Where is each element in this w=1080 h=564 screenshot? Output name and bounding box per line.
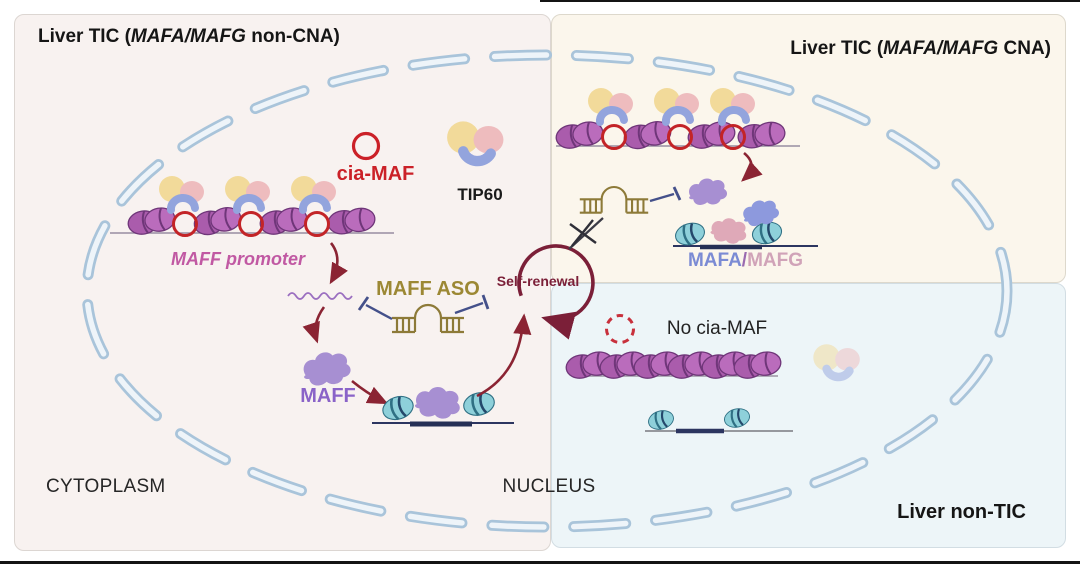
nucleus-label: NUCLEUS (502, 476, 596, 497)
cytoplasm-label: CYTOPLASM (46, 476, 166, 497)
mafa-label: MAFA (687, 250, 742, 271)
ribosome-icon (645, 406, 677, 434)
maff-protein-label: MAFF (300, 385, 356, 407)
cia-maf-circle-icon (238, 211, 264, 237)
cia-maf-circle-icon (720, 124, 746, 150)
tip60-label: TIP60 (457, 185, 503, 204)
cia-maf-circle-icon (601, 124, 627, 150)
tip60-free-complex-icon (447, 121, 503, 161)
cia-maf-circle-icon (172, 211, 198, 237)
mrna-to-protein-arrow (302, 306, 326, 344)
mafg-label: MAFG (747, 250, 804, 271)
top-edge-line (540, 0, 1080, 2)
x-mark-icon (569, 219, 597, 247)
maff-promoter-label: MAFF promoter (171, 249, 305, 269)
condensed-chromatin (563, 348, 784, 382)
cia-maf-free-circle-icon (351, 131, 381, 161)
maff-protein-icon (414, 385, 462, 421)
panel-liver-non-tic (551, 283, 1066, 548)
self-renewal-loop-icon (517, 244, 595, 340)
cia-maf-circle-icon (667, 124, 693, 150)
ribosome-icon (671, 218, 709, 250)
panel-title-tic-cna: Liver TIC (MAFA/MAFG CNA) (790, 38, 1051, 59)
tip60-inactive-icon (813, 344, 860, 377)
cia-maf-circle-icon (304, 211, 330, 237)
tip60-complex-icon (654, 88, 699, 122)
aso-mrna-inhibit-tbar (357, 296, 393, 321)
tip60-complex-icon (159, 176, 204, 210)
nucleosome-icon (325, 205, 378, 237)
maff-binding-arrow (351, 380, 389, 405)
transcription-arrow (329, 242, 348, 285)
chromatin-maff-promoter (110, 176, 394, 239)
translation-complex-non-tic (645, 405, 793, 434)
blocked-pathway-x (568, 217, 604, 250)
maff-aso-oligo-icon (390, 303, 466, 334)
translation-complex-left (372, 385, 514, 427)
chromatin-cna (553, 88, 800, 153)
chromatin-maff-arrow-cna (741, 151, 763, 182)
gene-separator: / (741, 250, 748, 271)
maff-aso-oligo-cna-icon (578, 185, 650, 214)
liver-non-tic-label: Liver non-TIC (897, 501, 1026, 523)
nuclear-membrane-icon (81, 49, 1013, 533)
translation-complex-cna (671, 196, 818, 250)
no-cia-maf-dashed-circle-icon (605, 314, 635, 344)
mafa-mafg-label: MAFA/MAFG (678, 250, 813, 272)
tip60-complex-icon (225, 176, 270, 210)
self-renewal-label: Self-renewal (496, 273, 580, 289)
aso-maff-inhibit-tbar-cna (649, 186, 682, 203)
aso-selfrenewal-inhibit-tbar (454, 294, 490, 315)
panel-title-tic-non-cna: Liver TIC (MAFA/MAFG non-CNA) (38, 26, 340, 47)
selfrenewal-feedback-arrow (476, 313, 532, 398)
bottom-edge-line (0, 561, 1080, 564)
ribosome-icon (721, 405, 753, 431)
ribosome-icon (378, 391, 418, 425)
no-cia-maf-label: No cia-MAF (666, 318, 768, 339)
cia-maf-label: cia-MAF (336, 163, 415, 185)
tip60-complex-icon (588, 88, 633, 122)
maff-aso-label: MAFF ASO (376, 278, 480, 300)
maff-protein-icon (301, 349, 353, 389)
maff-protein-cna-icon (687, 176, 728, 207)
mrna-wave-icon (287, 292, 353, 300)
mafg-protein-icon (709, 215, 749, 246)
tip60-complex-icon (710, 88, 755, 122)
